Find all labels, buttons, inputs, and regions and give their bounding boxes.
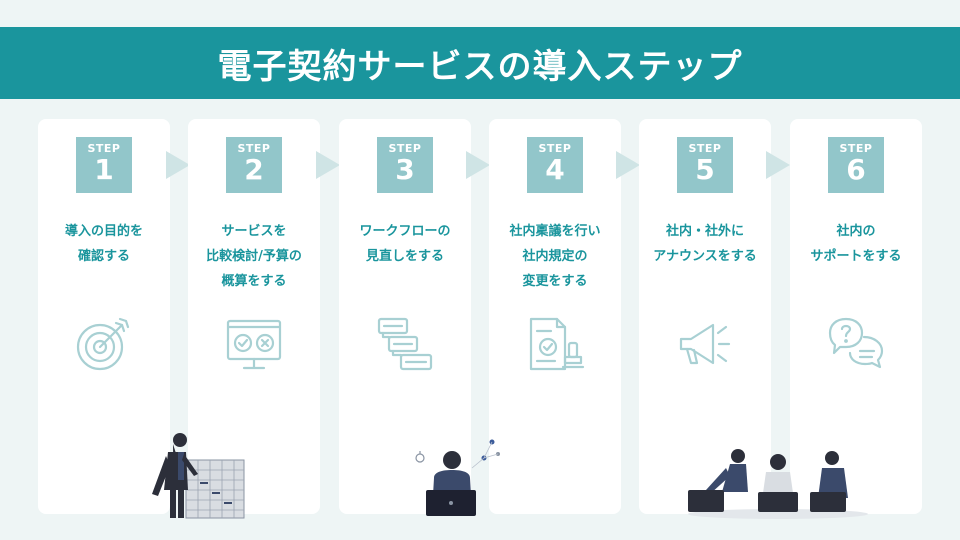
step-badge: STEP 5 [677,137,733,193]
step-badge: STEP 2 [226,137,282,193]
step-card-4: STEP 4 社内稟議を行い 社内規定の 変更をする [489,119,621,514]
step-card-5: STEP 5 社内・社外に アナウンスをする [639,119,771,514]
step-arrow [166,151,190,179]
step-badge: STEP 1 [76,137,132,193]
target-icon [76,317,130,371]
woman-chart-illustration [152,433,245,519]
question-chat-icon [828,317,884,369]
step-card-6: STEP 6 社内の サポートをする [790,119,922,514]
step-badge: STEP 3 [377,137,433,193]
step-label: STEP [87,142,121,155]
step-arrow [766,151,790,179]
step-description-line: 社内の [836,224,876,239]
step-label: STEP [538,142,572,155]
step-badge: STEP 4 [527,137,583,193]
monitor-compare-icon [226,319,282,370]
step-description-line: サービスを [221,224,287,239]
step-description-line: 概算をする [221,274,287,289]
step-number: 6 [846,153,866,186]
step-description: 導入の目的を 確認する [38,219,170,269]
step-label: STEP [388,142,422,155]
header-banner: 電子契約サービスの導入ステップ [0,27,960,99]
step-arrow [616,151,640,179]
step-description: サービスを 比較検討/予算の 概算をする [188,219,320,294]
step-label: STEP [237,142,271,155]
step-number: 5 [695,153,715,186]
document-stamp-icon [529,317,585,371]
step-description-line: 社内稟議を行い [509,224,601,239]
step-arrow [316,151,340,179]
step-description: 社内・社外に アナウンスをする [639,219,771,269]
step-description-line: 変更をする [522,274,588,289]
step-description-line: 導入の目的を [64,224,143,239]
team-meeting-illustration [688,449,868,519]
step-number: 4 [545,153,565,186]
step-card-2: STEP 2 サービスを 比較検討/予算の 概算をする [188,119,320,514]
step-description-line: 確認する [77,249,130,264]
step-description-line: 見直しをする [365,249,444,264]
megaphone-icon [679,323,731,365]
step-description-line: 社内・社外に [665,224,744,239]
step-label: STEP [688,142,722,155]
step-card-3: STEP 3 ワークフローの 見直しをする [339,119,471,514]
step-number: 1 [94,153,114,186]
step-description: 社内稟議を行い 社内規定の 変更をする [489,219,621,294]
step-description-line: ワークフローの [359,224,451,239]
step-number: 2 [244,153,264,186]
step-description-line: サポートをする [810,249,902,264]
step-description-line: アナウンスをする [653,249,757,264]
step-label: STEP [839,142,873,155]
step-card-1: STEP 1 導入の目的を 確認する [38,119,170,514]
step-description-line: 比較検討/予算の [206,249,302,264]
workflow-icon [377,317,433,371]
man-laptop-illustration [415,439,500,516]
step-arrow [466,151,490,179]
step-description-line: 社内規定の [522,249,588,264]
step-description: 社内の サポートをする [790,219,922,269]
step-description: ワークフローの 見直しをする [339,219,471,269]
step-number: 3 [395,153,415,186]
step-badge: STEP 6 [828,137,884,193]
page-title: 電子契約サービスの導入ステップ [217,46,743,87]
